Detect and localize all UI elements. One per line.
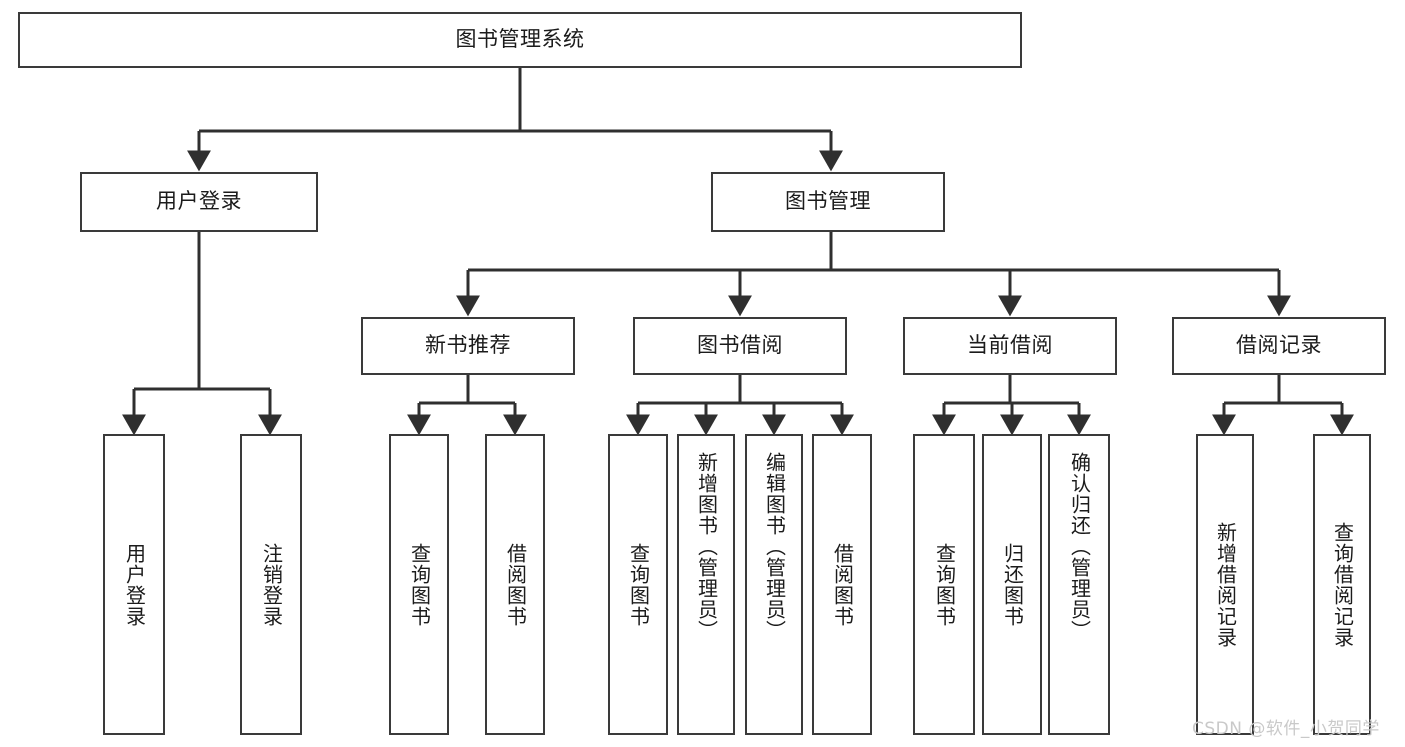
node-current-borrow[interactable]: 当前借阅 xyxy=(903,317,1117,375)
node-user-login[interactable]: 用户登录 xyxy=(80,172,318,232)
csdn-watermark: CSDN @软件_小贺同学 xyxy=(1192,719,1380,739)
node-book-manage-label: 图书管理 xyxy=(785,189,871,214)
leaf-confirm-return-label: 确认归还（管理员） xyxy=(1067,452,1092,641)
leaf-user-login-label: 用户登录 xyxy=(122,542,147,627)
node-root[interactable]: 图书管理系统 xyxy=(18,12,1022,68)
node-new-book-recommend-label: 新书推荐 xyxy=(425,333,511,358)
node-current-borrow-label: 当前借阅 xyxy=(967,333,1053,358)
node-book-borrow-label: 图书借阅 xyxy=(697,333,783,358)
leaf-user-login[interactable]: 用户登录 xyxy=(103,434,165,735)
node-book-borrow[interactable]: 图书借阅 xyxy=(633,317,847,375)
node-borrow-record[interactable]: 借阅记录 xyxy=(1172,317,1386,375)
leaf-query-book-borrow-label: 查询图书 xyxy=(626,542,651,627)
leaf-return-book[interactable]: 归还图书 xyxy=(982,434,1042,735)
leaf-query-book-borrow[interactable]: 查询图书 xyxy=(608,434,668,735)
leaf-query-book-recommend-label: 查询图书 xyxy=(407,542,432,627)
node-user-login-label: 用户登录 xyxy=(156,189,242,214)
leaf-query-borrow-record-label: 查询借阅记录 xyxy=(1330,521,1355,648)
leaf-borrow-book-label: 借阅图书 xyxy=(830,542,855,627)
leaf-logout-label: 注销登录 xyxy=(259,542,284,627)
leaf-return-book-label: 归还图书 xyxy=(1000,542,1025,627)
leaf-add-borrow-record[interactable]: 新增借阅记录 xyxy=(1196,434,1254,735)
node-book-manage[interactable]: 图书管理 xyxy=(711,172,945,232)
leaf-query-book-current-label: 查询图书 xyxy=(932,542,957,627)
leaf-edit-book[interactable]: 编辑图书（管理员） xyxy=(745,434,803,735)
leaf-add-book[interactable]: 新增图书（管理员） xyxy=(677,434,735,735)
leaf-query-borrow-record[interactable]: 查询借阅记录 xyxy=(1313,434,1371,735)
leaf-borrow-book-recommend[interactable]: 借阅图书 xyxy=(485,434,545,735)
node-root-label: 图书管理系统 xyxy=(455,27,585,52)
leaf-borrow-book[interactable]: 借阅图书 xyxy=(812,434,872,735)
node-borrow-record-label: 借阅记录 xyxy=(1236,333,1322,358)
leaf-logout[interactable]: 注销登录 xyxy=(240,434,302,735)
leaf-query-book-recommend[interactable]: 查询图书 xyxy=(389,434,449,735)
leaf-add-borrow-record-label: 新增借阅记录 xyxy=(1213,521,1238,648)
leaf-add-book-label: 新增图书（管理员） xyxy=(694,452,719,641)
node-new-book-recommend[interactable]: 新书推荐 xyxy=(361,317,575,375)
leaf-borrow-book-recommend-label: 借阅图书 xyxy=(503,542,528,627)
leaf-edit-book-label: 编辑图书（管理员） xyxy=(762,452,787,641)
leaf-query-book-current[interactable]: 查询图书 xyxy=(913,434,975,735)
leaf-confirm-return[interactable]: 确认归还（管理员） xyxy=(1048,434,1110,735)
